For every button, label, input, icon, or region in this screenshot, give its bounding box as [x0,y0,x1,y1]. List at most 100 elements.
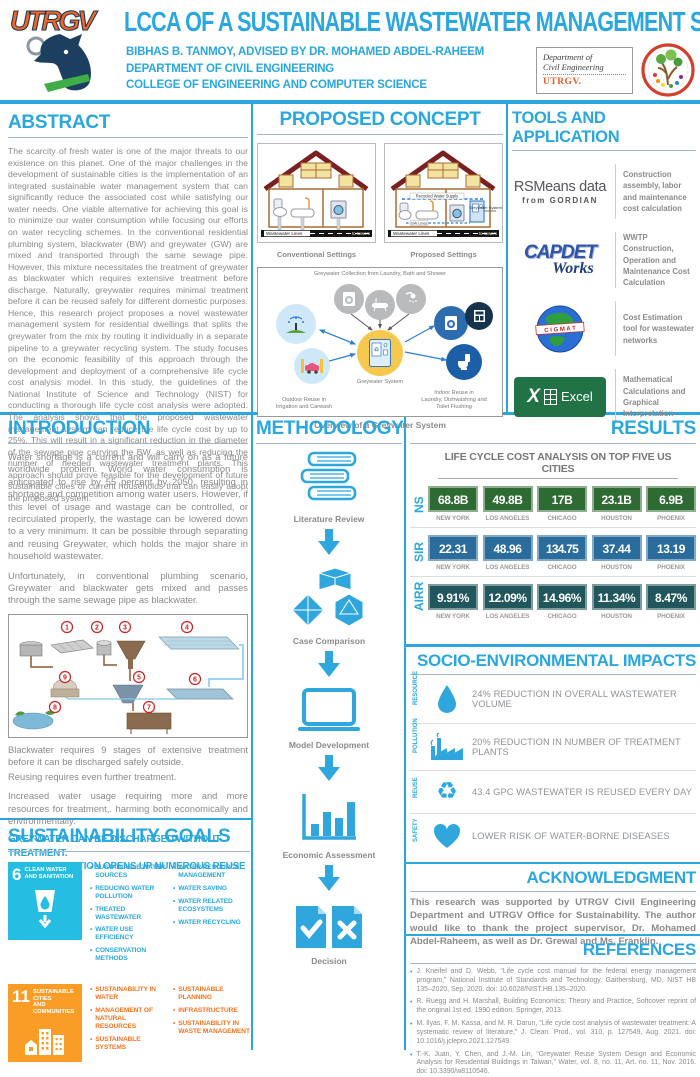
result-value: 6.9B [646,486,696,512]
goal-bullet: •SUSTAINABILITY IN WATER [90,986,156,1001]
conventional-house: Wastewater Lines to sewers Conventional … [257,143,376,259]
impact-reuse: REUSE ♻ 43.4 GPC WASTEWATER IS REUSED EV… [410,771,696,814]
result-cell: 8.47% PHOENIX [646,584,696,620]
step-label: Literature Review [293,514,365,524]
capdet-name: CAPDET [523,242,597,264]
shower-icon [405,291,417,303]
city-label: HOUSTON [601,613,632,620]
sdg6-title: CLEAN WATER AND SANITATION [24,867,74,880]
toilet-icon [273,198,287,217]
washer-circle [334,284,364,314]
acknowledgment-section: ACKNOWLEDGMENT This research was support… [410,868,696,949]
cigmat-globe-icon: C I G M A T [535,305,585,353]
acknowledgment-heading: ACKNOWLEDGMENT [410,868,696,892]
overview-right-label: Indoor Reuse in Laundry, Dishwashing and… [421,390,487,411]
city-label: NEW YORK [436,564,470,571]
step-case-comparison: Case Comparison [256,566,402,646]
recycle-icon: ♻ [436,778,458,805]
impact-category: POLLUTION [413,718,419,753]
step-literature-review: Literature Review [256,450,402,524]
greywater-system-label: Greywater System [469,205,503,210]
goal-bullet: •WATER RESOURCE MANAGEMENT [173,864,240,879]
capdet-works: Works [552,260,594,278]
impact-text: 24% REDUCTION IN OVERALL WASTEWATER VOLU… [472,689,677,709]
city-label: PHOENIX [657,613,685,620]
result-cell: 22.31 NEW YORK [428,535,478,571]
intro-paragraph-5: Increased water usage requiring more and… [8,790,248,826]
city-label: PHOENIX [657,564,685,571]
vaquero-mascot-icon [26,34,92,92]
washer-icon [449,204,465,222]
wastewater-pipe [388,230,499,237]
stage-number: 8 [53,704,57,711]
greywater-unit-icon: ♻ [369,339,391,367]
row-label: SIR [412,541,426,562]
result-value: 49.8B [482,486,533,512]
result-value: 23.1B [591,486,642,512]
impacts-heading: SOCIO-ENVIRONMENTAL IMPACTS [410,651,696,675]
sdg11-tile: 11 SUSTAINABLE CITIES AND COMMUNITIES [8,984,82,1063]
introduction-heading: INTRODUCTION [8,418,248,444]
result-cell: 49.8B LOS ANGELES [482,486,533,522]
result-value: 48.96 [482,535,533,561]
stage-number: 1 [65,624,69,631]
tool-row-excel: X Excel Mathematical Calculations and Gr… [512,369,696,425]
tool-desc: Construction assembly, labor and mainten… [623,169,687,213]
bar-chart-icon [302,794,356,840]
to-sewers-label: to sewers [352,231,370,236]
down-arrow-icon [318,651,340,682]
results-row-sir: SIR 22.31 NEW YORK 48.96 LOS ANGELES 134… [410,528,696,577]
impact-safety: SAFETY LOWER RISK OF WATER-BORNE DISEASE… [410,814,696,858]
intro-paragraph-4: Reusing requires even further treatment. [8,770,177,782]
impact-category: SAFETY [413,818,419,842]
carwash-circle [294,348,330,384]
dishwasher-icon [473,310,485,322]
tool-row-rsmeans: RSMeans data from GORDIAN Construction a… [512,164,696,219]
column-divider-left [251,104,253,1050]
conventional-house-diagram: Wastewater Lines to sewers [257,143,376,243]
utrgv-logo: UTRGV [8,4,120,98]
excel-x-glyph: X [527,385,540,407]
greywater-system-circle: ♻ [357,330,403,376]
tool-desc: WWTP Construction, Operation and Mainten… [623,233,690,288]
reference-item: • M. Ilyas, F. M. Kassa, and M. R. Darun… [410,1020,696,1046]
divider [615,369,616,425]
sustainability-goals-section: SUSTAINABILITY GOALS 6 CLEAN WATER AND S… [8,826,250,1063]
result-cell: 68.8B NEW YORK [428,486,478,522]
washer-icon [330,200,347,219]
impacts-section: SOCIO-ENVIRONMENTAL IMPACTS RESOURCE 24%… [410,651,696,858]
results-row-airr: AIRR 9.91% NEW YORK 12.09% LOS ANGELES 1… [410,577,696,625]
proposed-concept-section: PROPOSED CONCEPT [257,109,503,430]
goal-bullet: •SUSTAINABLE WATER SOURCES [90,864,166,879]
excel-badge: X Excel [514,376,606,417]
greywater-overview-diagram: Greywater Collection from Laundry, Bath … [257,267,503,417]
ack-refs-divider [406,934,700,936]
tools-section: TOOLS AND APPLICATION RSMeans data from … [512,109,696,425]
result-cell: 6.9B PHOENIX [646,486,696,522]
goal-bullet: •SUSTAINABILITY IN WASTE MANAGEMENT [173,1019,250,1035]
abstract-body: The scarcity of fresh water is one of th… [8,146,248,503]
intro-highlight-1: GREYWATER CAN BE DISCHARGED WITHOUT TREA… [8,834,221,859]
sdg11-number: 11 [12,987,30,1007]
goal-bullet: •WATER RELATED ECOSYSTEMS [173,897,233,913]
goal-bullet: •SUSTAINABLE PLANNING [173,986,224,1001]
toilet-icon [458,354,470,370]
reference-text: T.-K. Juan, Y. Chen, and J.-M. Lin, “Gre… [416,1050,696,1076]
step-model-development: Model Development [256,688,402,750]
wastewater-pipe [261,230,372,237]
goal-bullet: •REDUCING WATER POLLUTION [90,884,155,900]
row-label: AIRR [412,581,426,611]
indoor-laundry-circle [434,306,468,340]
intro-paragraph-2: Unfortunately, in conventional plumbing … [8,569,248,606]
cigmat-text: C I G M A T [544,326,576,334]
overview-center-label: Greywater System [356,379,403,385]
to-sewers-label: to sewers [479,231,497,236]
result-value: 134.75 [537,535,587,561]
reference-item: • T.-K. Juan, Y. Chen, and J.-M. Lin, “G… [410,1051,696,1077]
heart-icon [430,823,464,849]
result-value: 68.8B [428,486,478,512]
utrgv-brand-text: UTRGV. [543,77,582,88]
column-divider-right-bottom [404,415,406,1050]
dotted-divider [543,74,626,76]
city-label: LOS ANGELES [485,564,530,571]
